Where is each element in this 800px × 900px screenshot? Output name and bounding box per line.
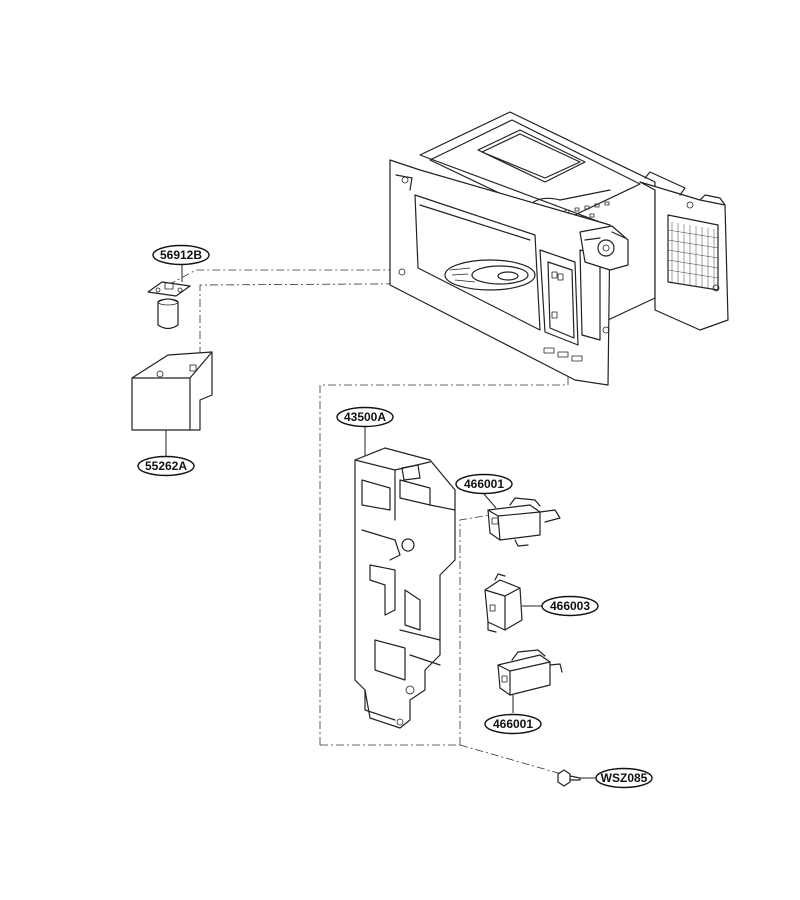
part-56912B-holder [147, 281, 191, 330]
tag-466003-text: 466003 [550, 599, 590, 613]
tag-43500A: 43500A [336, 406, 394, 428]
tag-466003: 466003 [541, 595, 599, 617]
part-466001-switch-top [487, 497, 561, 547]
tag-466001-top: 466001 [455, 473, 513, 495]
tag-43500A-text: 43500A [344, 410, 386, 424]
tag-WSZ085: WSZ085 [595, 767, 653, 789]
tag-466001-bottom: 466001 [484, 713, 542, 735]
part-WSZ085-screw [557, 769, 581, 787]
part-466001-switch-bottom [497, 649, 563, 696]
tag-55262A-text: 55262A [145, 459, 187, 473]
tag-466001-bottom-text: 466001 [493, 717, 533, 731]
microwave-cavity-assembly [389, 111, 729, 386]
tag-55262A: 55262A [137, 455, 195, 477]
part-466003-switch-middle [484, 573, 523, 633]
leader-466001-top [483, 493, 497, 509]
tag-56912B-text: 56912B [160, 248, 202, 262]
tag-56912B: 56912B [152, 244, 210, 266]
part-43500A-latch-frame [354, 447, 456, 729]
part-55262A-bracket [131, 351, 213, 431]
tag-466001-top-text: 466001 [464, 477, 504, 491]
tag-WSZ085-text: WSZ085 [601, 771, 648, 785]
